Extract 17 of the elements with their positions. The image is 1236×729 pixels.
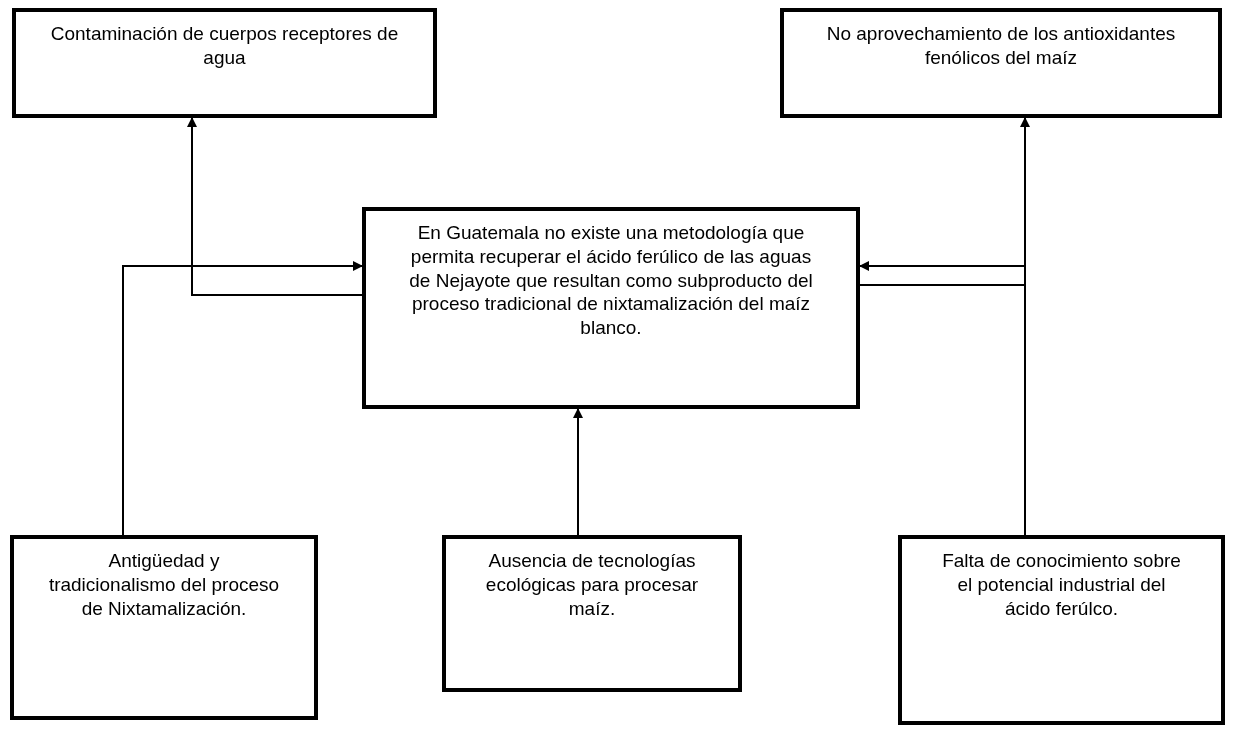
arrow [859,261,1026,536]
arrow [859,117,1030,286]
box-text: Falta de conocimiento sobre el potencial industrial del ácido ferúlco. [941,549,1182,621]
cause-box [10,535,318,720]
arrow [573,408,583,536]
box-text: Contaminación de cuerpos receptores de agua [50,22,399,70]
arrow [187,117,363,296]
box-text: No aprovechamiento de los antioxidantes fenólicos del maíz [825,22,1177,70]
box-text: En Guatemala no existe una metodología que permita recuperar el ácido ferúlico de las aguas de Nejayote que resultan como subproducto del proceso tradicional de nixtamalización del maíz blanco. [408,221,814,340]
box-text: Ausencia de tecnologías ecológicas para procesar maíz. [484,549,700,621]
cause-box [442,535,742,692]
arrow [122,261,363,536]
box-text: Antigüedad y tradicionalismo del proceso de Nixtamalización. [48,549,280,621]
cause-box [898,535,1225,725]
problem-box [362,207,860,409]
effect-box [12,8,437,118]
effect-box [780,8,1222,118]
